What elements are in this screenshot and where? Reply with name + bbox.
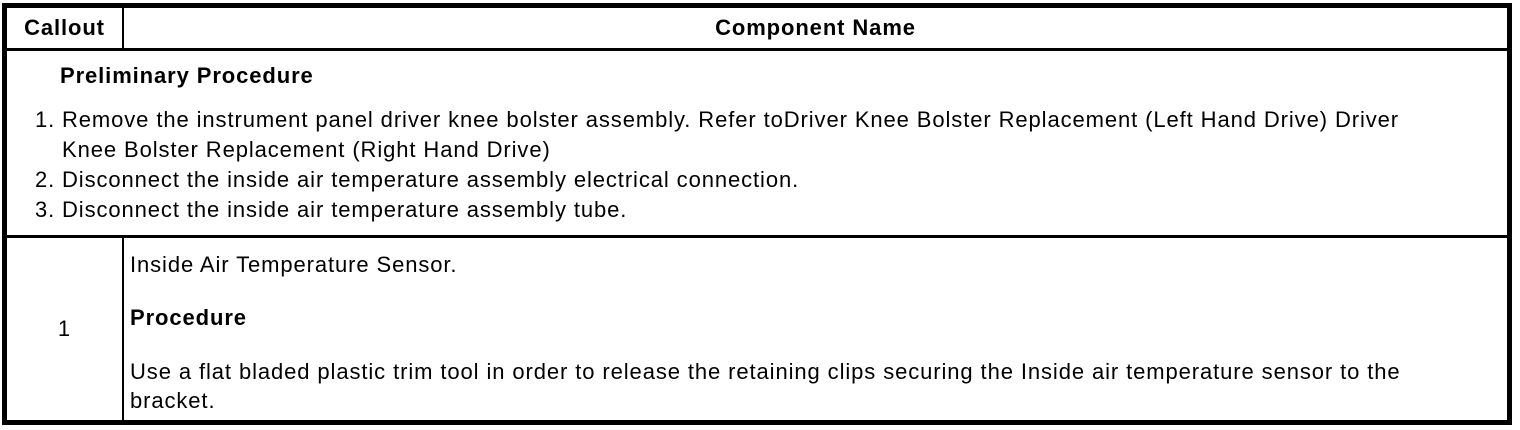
preliminary-step-2: 2. Disconnect the inside air temperature… xyxy=(35,165,1507,195)
component-callout-table: Callout Component Name Preliminary Proce… xyxy=(2,3,1512,425)
step-number: 2. xyxy=(35,167,56,192)
preliminary-step-1: 1. Remove the instrument panel driver kn… xyxy=(35,105,1507,165)
component-name-text: Inside Air Temperature Sensor. xyxy=(130,252,458,277)
procedure-instructions: Use a flat bladed plastic trim tool in o… xyxy=(130,359,1401,413)
step-text: Disconnect the inside air temperature as… xyxy=(62,197,628,222)
header-cell-callout: Callout xyxy=(7,8,124,48)
callout-number-cell: 1 xyxy=(7,238,124,420)
component-description-cell: Inside Air Temperature Sensor. Procedure… xyxy=(124,238,1507,420)
procedure-heading: Procedure xyxy=(130,305,247,330)
step-text: Disconnect the inside air temperature as… xyxy=(62,167,800,192)
table-row: 1 Inside Air Temperature Sensor. Procedu… xyxy=(7,238,1507,420)
preliminary-step-3: 3. Disconnect the inside air temperature… xyxy=(35,195,1507,225)
step-number: 1. xyxy=(35,107,56,132)
step-number: 3. xyxy=(35,197,56,222)
header-cell-component-name: Component Name xyxy=(715,15,916,40)
table-header-row: Callout Component Name xyxy=(7,8,1507,51)
preliminary-procedure-title: Preliminary Procedure xyxy=(60,63,314,88)
step-text: Remove the instrument panel driver knee … xyxy=(62,107,1400,162)
preliminary-procedure-row: Preliminary Procedure 1. Remove the inst… xyxy=(7,51,1507,238)
